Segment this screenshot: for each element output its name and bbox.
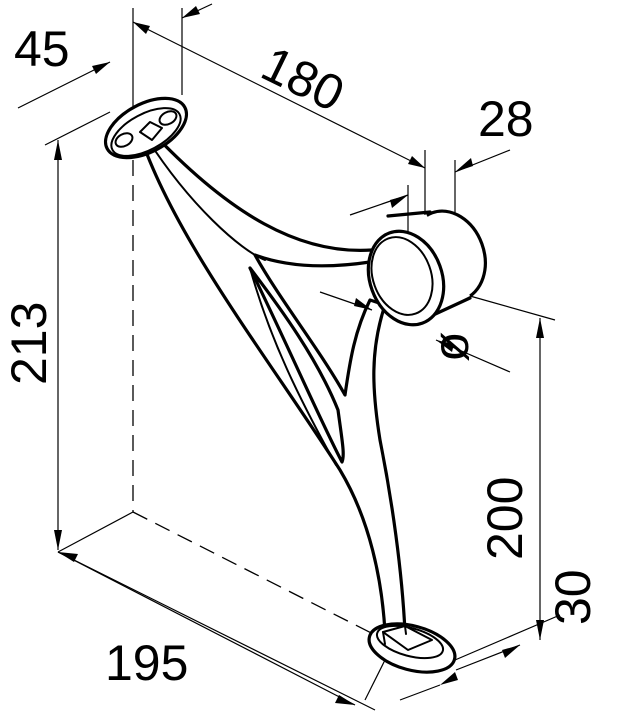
envelope-box xyxy=(57,8,386,711)
dim-45 xyxy=(17,3,213,109)
dim-30 xyxy=(399,644,521,701)
dim-200 xyxy=(454,295,561,661)
dim-180-label: 180 xyxy=(253,36,353,123)
dim-28-label: 28 xyxy=(478,91,534,147)
dim-200-label: 200 xyxy=(477,477,533,560)
dim-diameter xyxy=(319,291,511,373)
bracket xyxy=(138,128,407,634)
top-flange xyxy=(103,96,189,160)
bracket-outer-arm xyxy=(138,128,407,634)
dim-213-label: 213 xyxy=(1,302,57,385)
dim-195 xyxy=(57,551,356,706)
dim-213 xyxy=(44,111,111,550)
dim-diameter-label: ø xyxy=(423,331,479,362)
bracket-inner-arm xyxy=(147,139,266,261)
dim-180 xyxy=(132,21,426,215)
dim-45-label: 45 xyxy=(14,21,70,77)
dim-30-label: 30 xyxy=(545,569,601,625)
handrail-ring xyxy=(366,209,487,327)
dim-28 xyxy=(349,149,511,232)
bottom-flange xyxy=(367,622,457,674)
bracket-triangle-opening xyxy=(248,266,345,464)
dim-195-label: 195 xyxy=(105,635,188,691)
